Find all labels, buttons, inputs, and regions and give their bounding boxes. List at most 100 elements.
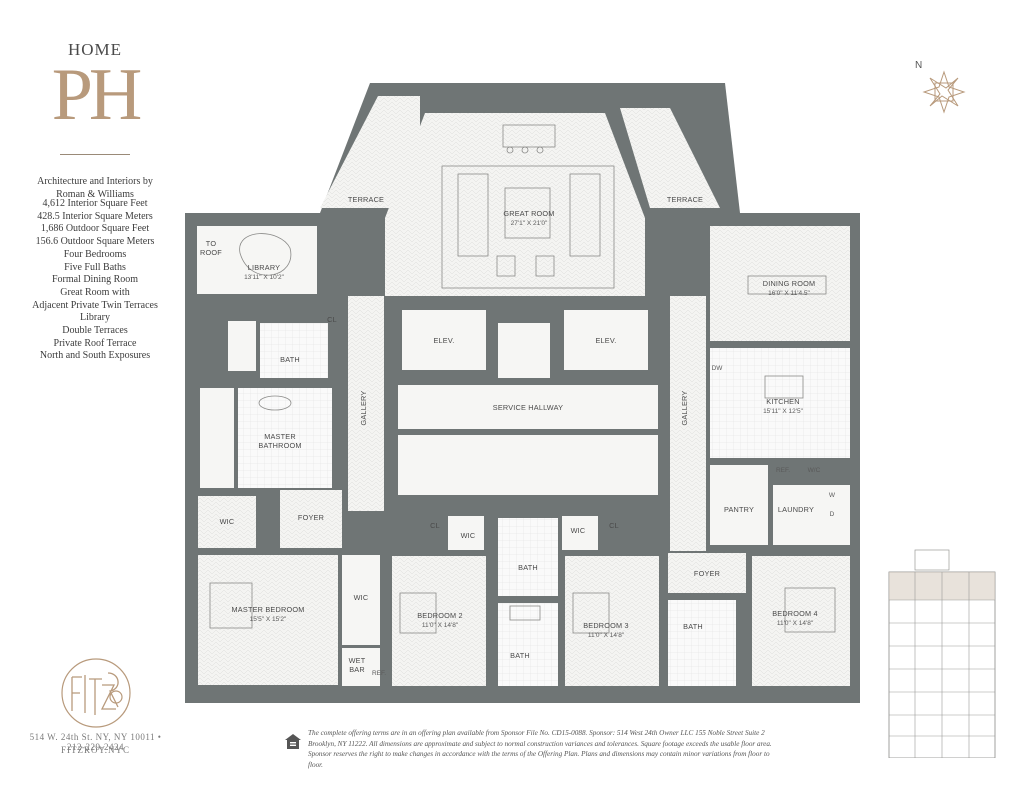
core-area xyxy=(498,323,550,378)
cl-bed2-label: CL xyxy=(430,521,440,530)
bedroom3-label: BEDROOM 3 xyxy=(583,621,629,630)
kitchen-area xyxy=(710,348,850,458)
master-bathroom-area xyxy=(238,388,332,488)
kitchen-dims: 15'11" X 12'5" xyxy=(763,408,804,415)
library-label: LIBRARY xyxy=(248,263,281,272)
bath-bed4-area xyxy=(668,600,736,686)
feature-item: 156.6 Outdoor Square Meters xyxy=(35,236,155,248)
address: 514 W. 24th St. NY, NY 10011 • 212-229-2… xyxy=(29,732,162,752)
feature-item: Double Terraces xyxy=(62,325,128,337)
dining-room-dims: 16'0" X 11'4.5" xyxy=(768,290,810,297)
foyer-right-area xyxy=(668,553,746,593)
bedroom4-area xyxy=(752,556,850,686)
terrace-left-label: TERRACE xyxy=(348,195,384,204)
feature-list: 4,612 Interior Square Feet 428.5 Interio… xyxy=(25,198,165,363)
laundry-area xyxy=(773,485,850,545)
bedroom2-dims: 11'0" X 14'8" xyxy=(422,622,459,629)
terrace-right-area xyxy=(620,108,720,208)
laundry-label: LAUNDRY xyxy=(778,505,814,514)
wic-bed2-label: WIC xyxy=(461,531,476,540)
great-room-label: GREAT ROOM xyxy=(503,209,554,218)
ref-kitchen-label: REF. xyxy=(776,467,790,474)
elevator-left-area xyxy=(402,310,486,370)
feature-item: North and South Exposures xyxy=(39,350,151,362)
dryer-label: D xyxy=(830,511,835,518)
master-bath-wc-area xyxy=(200,388,234,488)
wic-master-area xyxy=(198,496,256,548)
unit-label: PH xyxy=(51,54,143,136)
bedroom4-dims: 11'0" X 14'8" xyxy=(777,620,814,627)
wic-master2-area xyxy=(342,555,380,645)
feature-item: 1,686 Outdoor Square Feet xyxy=(40,223,150,235)
foyer-left-label: FOYER xyxy=(298,513,324,522)
fitzroy-logo xyxy=(61,658,131,728)
foyer-right-label: FOYER xyxy=(694,569,720,578)
bath-bed2-area xyxy=(498,518,558,596)
wic-bed3-label: WIC xyxy=(571,526,586,535)
ref-bar-label: REF. xyxy=(372,670,386,677)
wet-bar-area xyxy=(342,648,380,686)
dining-room-area xyxy=(710,226,850,341)
north-label: N xyxy=(915,60,923,71)
kitchen-label: KITCHEN xyxy=(766,397,799,406)
bedroom2-area xyxy=(392,556,486,686)
to-roof-label-1: TO xyxy=(206,239,217,248)
gallery-left-label: GALLERY xyxy=(359,391,368,426)
bedroom4-label: BEDROOM 4 xyxy=(772,609,818,618)
furniture xyxy=(209,124,836,634)
home-label: HOME xyxy=(67,40,123,59)
bath-lower-label: BATH xyxy=(510,651,530,660)
feature-item: 428.5 Interior Square Meters xyxy=(37,210,153,222)
elevator-right-label: ELEV. xyxy=(595,336,616,345)
bedroom2-label: BEDROOM 2 xyxy=(417,611,463,620)
service-hallway-label: SERVICE HALLWAY xyxy=(493,403,563,412)
gallery-right-area xyxy=(670,296,706,551)
bath-top-area xyxy=(260,323,328,378)
wet-bar-label-1: WET xyxy=(349,656,366,665)
wic-master2-label: WIC xyxy=(354,593,369,602)
bath-bed4-label: BATH xyxy=(683,622,703,631)
great-room-dims: 27'1" X 21'0" xyxy=(511,220,548,227)
gallery-left-area xyxy=(348,296,384,511)
stair-area xyxy=(398,435,658,495)
pantry-area xyxy=(710,465,768,545)
feature-item: Great Room with xyxy=(60,286,130,298)
website-link[interactable]: FITZROY.NYC xyxy=(60,745,131,755)
wic-master-label: WIC xyxy=(220,517,235,526)
feature-item: Private Roof Terrace xyxy=(53,337,137,349)
bedroom3-area xyxy=(565,556,659,686)
cl-bed3-label: CL xyxy=(609,521,619,530)
master-bathroom-label-1: MASTER xyxy=(264,432,296,441)
cl-library-label: CL xyxy=(327,315,337,324)
terrace-right-label: TERRACE xyxy=(667,195,703,204)
gallery-right-label: GALLERY xyxy=(680,391,689,426)
credit-line-2: Roman & Williams xyxy=(56,189,134,200)
terrace-left-area xyxy=(320,96,420,208)
feature-item: Formal Dining Room xyxy=(51,274,139,286)
wet-bar-label-2: BAR xyxy=(349,665,365,674)
feature-item: Adjacent Private Twin Terraces xyxy=(32,299,158,311)
feature-item: Five Full Baths xyxy=(64,261,126,273)
bath-top-wc-area xyxy=(228,321,256,371)
master-bedroom-dims: 15'5" X 15'2" xyxy=(250,616,287,623)
wic-bed3-area xyxy=(562,516,598,550)
room-labels: GREAT ROOM 27'1" X 21'0" TERRACE TERRACE… xyxy=(200,195,836,677)
to-roof-label-2: ROOF xyxy=(200,248,222,257)
dw-label: DW xyxy=(712,365,724,372)
wic-bed2-area xyxy=(448,516,484,550)
master-bathroom-label-2: BATHROOM xyxy=(258,441,301,450)
floor-plan: GREAT ROOM 27'1" X 21'0" TERRACE TERRACE… xyxy=(185,83,860,703)
pantry-label: PANTRY xyxy=(724,505,754,514)
feature-item: 4,612 Interior Square Feet xyxy=(42,198,148,209)
wic-kitchen-label: W/C xyxy=(808,467,821,474)
library-area xyxy=(197,226,317,294)
service-hallway-area xyxy=(398,385,658,429)
master-bedroom-label: MASTER BEDROOM xyxy=(232,605,305,614)
library-dims: 13'11" X 10'2" xyxy=(244,274,285,281)
feature-item: Four Bedrooms xyxy=(63,248,127,260)
elevator-left-label: ELEV. xyxy=(433,336,454,345)
master-bedroom-area xyxy=(198,555,338,685)
washer-label: W xyxy=(829,492,836,499)
credit: Architecture and Interiors by Roman & Wi… xyxy=(30,175,160,201)
compass-icon xyxy=(922,70,966,114)
